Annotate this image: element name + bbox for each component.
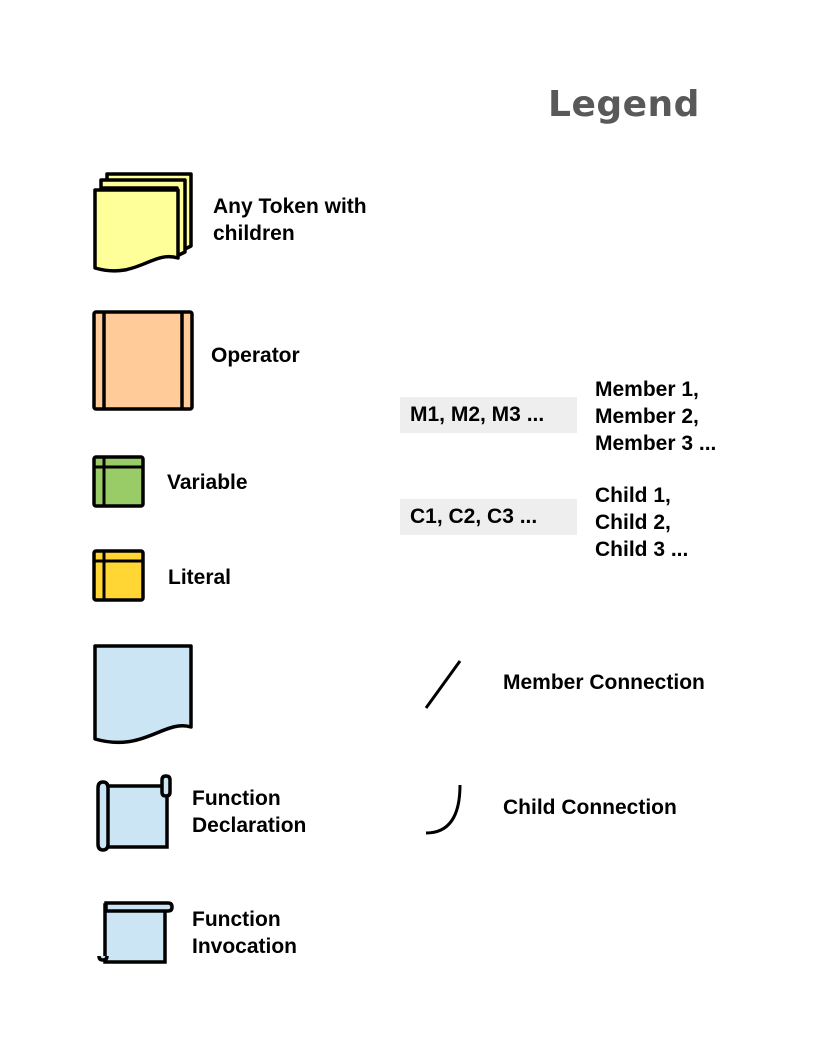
legend-title: Legend xyxy=(548,84,700,125)
scroll-icon-declaration xyxy=(96,774,172,852)
members-abbreviation: M1, M2, M3 ... xyxy=(400,397,577,433)
curved-line-icon xyxy=(425,784,462,835)
function-invocation-label-line2: Invocation xyxy=(192,935,298,958)
members-expansion: Member 1, Member 2, Member 3 ... xyxy=(595,376,716,457)
literal-storage-icon xyxy=(92,549,145,602)
literal-label: Literal xyxy=(168,566,232,589)
predefined-process-icon xyxy=(92,310,194,411)
member-3: Member 3 ... xyxy=(595,432,717,455)
operator-label: Operator xyxy=(211,344,300,367)
function-declaration-label: Function Declaration xyxy=(192,785,306,839)
child-1: Child 1, xyxy=(595,484,671,507)
function-invocation-label: Function Invocation xyxy=(192,906,297,960)
function-declaration-label-line1: Function xyxy=(192,787,281,810)
children-expansion: Child 1, Child 2, Child 3 ... xyxy=(595,482,688,563)
child-2: Child 2, xyxy=(595,511,671,534)
member-2: Member 2, xyxy=(595,405,699,428)
token-with-children-label-line1: Any Token with xyxy=(213,195,367,218)
stacked-document-front xyxy=(93,188,180,273)
straight-line-icon xyxy=(424,660,462,709)
variable-storage-icon xyxy=(92,455,145,508)
function-invocation-label-line1: Function xyxy=(192,908,281,931)
child-3: Child 3 ... xyxy=(595,538,689,561)
stacked-document-icon xyxy=(93,172,193,273)
scroll-icon-invocation xyxy=(97,901,174,964)
children-abbreviation: C1, C2, C3 ... xyxy=(400,499,577,535)
token-with-children-label-line2: children xyxy=(213,222,295,245)
variable-label: Variable xyxy=(167,471,248,494)
document-icon xyxy=(93,644,193,745)
token-with-children-label: Any Token with children xyxy=(213,193,367,247)
function-declaration-label-line2: Declaration xyxy=(192,814,307,837)
member-1: Member 1, xyxy=(595,378,699,401)
member-connection-label: Member Connection xyxy=(503,671,705,694)
child-connection-label: Child Connection xyxy=(503,796,677,819)
